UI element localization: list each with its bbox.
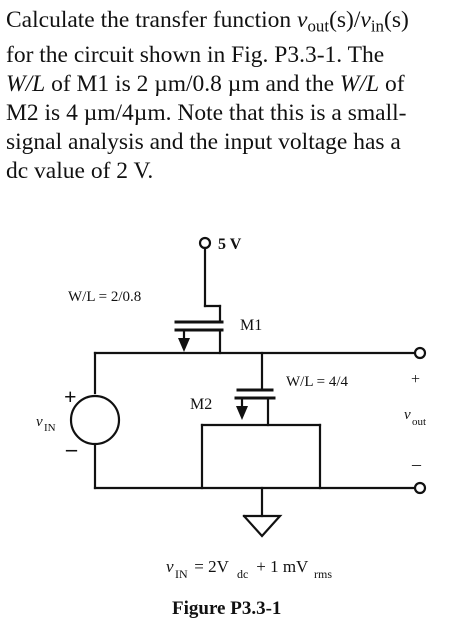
vout-subscript: out — [307, 16, 330, 36]
vout-label: v — [404, 407, 411, 423]
m2-label: M2 — [190, 396, 212, 413]
equation-ac: + 1 mV — [252, 557, 309, 576]
output-plus-terminal — [413, 346, 427, 360]
output-minus-terminal — [413, 481, 427, 495]
vin-label: v — [36, 414, 43, 430]
wl-symbol: W/L — [6, 70, 46, 97]
supply-label: 5 V — [218, 236, 242, 253]
m1-wl-label: W/L = 2/0.8 — [68, 289, 141, 305]
vin-source — [69, 394, 121, 446]
text: of M1 is 2 µm/0.8 µm and the — [45, 70, 340, 97]
text: of — [379, 70, 405, 97]
equation-vin: v — [166, 557, 174, 576]
text: (s) — [384, 7, 409, 33]
m1-label: M1 — [240, 317, 262, 334]
problem-line-1: Calculate the transfer function vout(s)/… — [6, 6, 468, 41]
m2-wl-label: W/L = 4/4 — [286, 374, 349, 390]
m1-source-arrow — [178, 338, 190, 352]
problem-line-4: M2 is 4 µm/4µm. Note that this is a smal… — [6, 99, 407, 126]
equation-vin-subscript: IN — [175, 567, 188, 581]
vin-plus: + — [64, 384, 77, 409]
figure-caption: Figure P3.3-1 — [172, 598, 281, 619]
problem-line-2: for the circuit shown in Fig. P3.3-1. Th… — [6, 41, 385, 68]
vout-label-subscript: out — [412, 416, 426, 428]
problem-line-5: signal analysis and the input voltage ha… — [6, 128, 401, 155]
equation-dc: = 2V — [190, 557, 230, 576]
text: Calculate the transfer function — [6, 7, 298, 33]
supply-terminal — [198, 236, 212, 250]
wl-symbol: W/L — [339, 70, 380, 97]
vout-plus: + — [411, 371, 420, 388]
vout-minus: – — [411, 454, 422, 474]
m2-source-arrow — [236, 406, 248, 420]
vin-minus: – — [65, 436, 78, 461]
problem-statement: Calculate the transfer function vout(s)/… — [6, 6, 468, 186]
vin-subscript: in — [370, 16, 384, 36]
vout-symbol: v — [297, 7, 308, 33]
ground-symbol — [242, 514, 283, 538]
problem-line-3: W/L of M1 is 2 µm/0.8 µm and the W/L of — [6, 70, 468, 99]
problem-line-6: dc value of 2 V. — [6, 157, 154, 184]
vin-label-subscript: IN — [44, 422, 56, 434]
text: (s)/ — [329, 7, 361, 33]
equation-rms-subscript: rms — [314, 567, 332, 581]
equation-dc-subscript: dc — [237, 567, 248, 581]
vin-symbol: v — [360, 7, 371, 33]
